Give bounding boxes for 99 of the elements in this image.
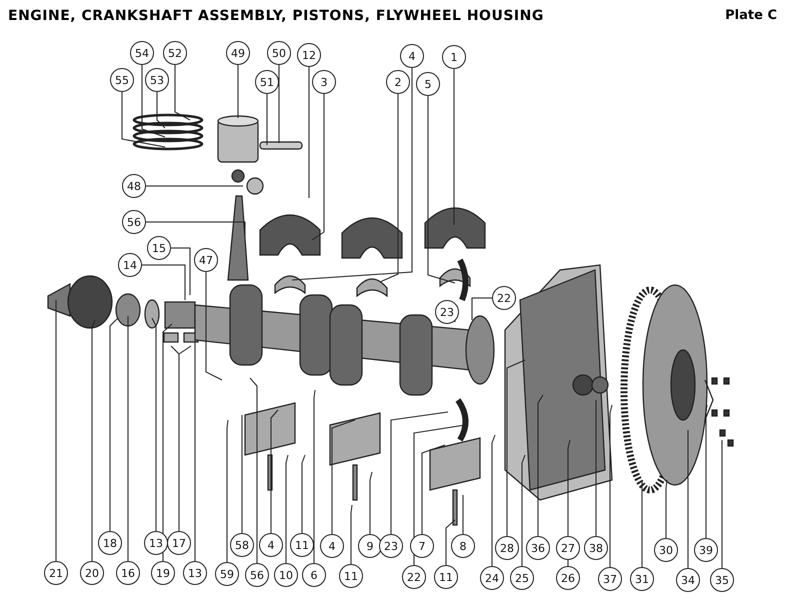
callout-number: 54 [130,41,154,65]
callout-number: 2 [386,70,410,94]
callout-number: 17 [167,531,191,555]
callout-number: 9 [358,534,382,558]
leader-line [538,394,544,536]
callout-number: 24 [480,566,504,590]
leader-line [492,434,496,566]
callout-number: 18 [98,531,122,555]
leader-line [422,444,446,534]
callout-number: 38 [584,536,608,560]
leader-line [122,92,166,148]
callout-number: 4 [400,44,424,68]
callout-number: 52 [163,41,187,65]
leader-line [312,94,324,240]
leader-line [462,494,464,534]
callout-number: 11 [434,565,458,589]
leader-line [156,92,166,128]
callout-number: 5 [416,72,440,96]
leader-line [178,346,192,532]
callout-number: 25 [510,566,534,590]
callout-number: 20 [80,561,104,585]
leader-line [270,410,278,534]
callout-number: 56 [122,210,146,234]
leader-line [414,424,466,566]
callout-number: 49 [226,41,250,65]
callout-number: 23 [435,300,459,324]
callout-number: 23 [379,534,403,558]
callout-number: 50 [267,41,291,65]
leader-line [278,64,280,144]
leader-line [302,454,306,534]
leader-line [110,318,118,532]
callout-number: 13 [183,561,207,585]
callout-number: 51 [255,70,279,94]
plate-title: ENGINE, CRANKSHAFT ASSEMBLY, PISTONS, FLYWHEEL HOUSING [8,8,544,24]
callout-number: 11 [290,533,314,557]
callout-number: 16 [116,561,140,585]
leader-line [266,94,268,146]
leader-line [174,64,190,120]
leader-line [446,520,456,566]
callout-number: 31 [630,567,654,591]
callout-number: 30 [654,538,678,562]
callout-number: 27 [556,536,580,560]
callout-number: 59 [215,562,239,586]
callout-number: 48 [122,174,146,198]
leader-line [472,298,492,320]
leader-line [170,248,190,296]
leader-line [506,360,526,536]
leader-line [142,64,166,138]
callout-number: 47 [194,248,218,272]
leader-line [308,66,310,198]
callout-number: 12 [297,43,321,67]
leader-line [610,404,612,568]
callout-number: 4 [320,534,344,558]
callout-number: 10 [274,563,298,587]
leader-line [152,318,156,532]
leader-line [706,404,708,538]
callout-number: 19 [151,561,175,585]
callout-number: 22 [402,565,426,589]
callout-number: 58 [230,533,254,557]
callout-number: 6 [302,563,326,587]
leader-line [142,264,186,300]
leader-line [370,472,372,534]
callout-number: 28 [495,536,519,560]
callout-number: 35 [710,568,734,592]
callout-number: 15 [147,236,171,260]
callout-number: 8 [451,534,475,558]
callout-number: 36 [526,536,550,560]
callout-number: 22 [492,286,516,310]
callout-number: 7 [410,534,434,558]
leader-line [292,68,412,280]
leader-line [226,420,228,562]
leader-line [390,412,448,534]
leader-line [350,504,352,564]
callout-number: 55 [110,68,134,92]
callout-number: 21 [44,561,68,585]
callout-number: 11 [339,564,363,588]
leader-line [568,440,570,536]
callout-number: 4 [259,533,283,557]
leader-line [666,480,668,538]
callout-number: 1 [442,45,466,69]
callout-number: 53 [145,68,169,92]
leader-line [332,420,356,534]
callout-number: 26 [556,566,580,590]
callout-number: 39 [694,538,718,562]
callout-number: 14 [118,253,142,277]
plate-number: Plate C [725,8,777,23]
callout-number: 37 [598,567,622,591]
callout-number: 13 [144,531,168,555]
leader-line [286,454,288,564]
leader-line [206,272,222,380]
leader-line [380,94,398,282]
callout-number: 34 [676,568,700,592]
leader-line [428,96,456,284]
leader-line [314,390,316,564]
leader-line [522,454,526,566]
leader-line [250,378,258,564]
leader-line [92,320,96,562]
callout-number: 3 [312,70,336,94]
callout-number: 56 [245,563,269,587]
